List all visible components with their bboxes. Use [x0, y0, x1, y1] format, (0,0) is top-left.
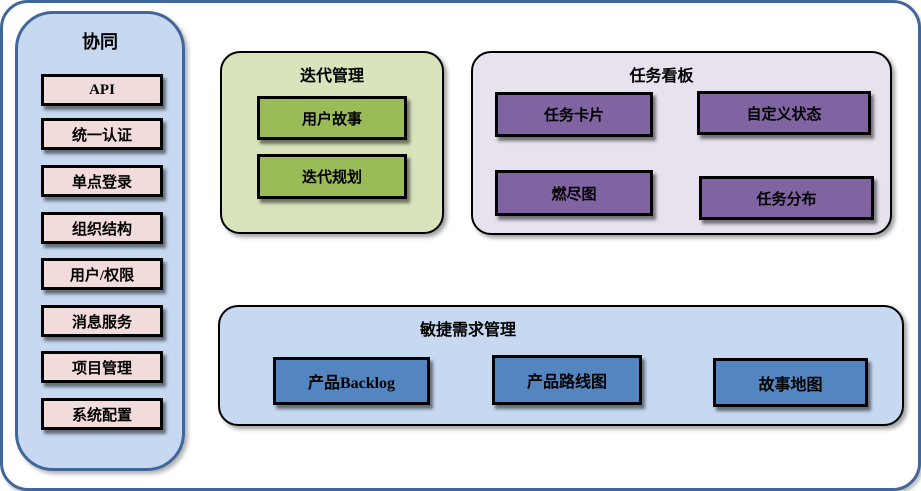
sidebar-item-unified-auth: 统一认证: [41, 118, 163, 150]
collaboration-panel: 协同 API 统一认证 单点登录 组织结构 用户/权限 消息服务 项目管理 系统…: [15, 11, 185, 471]
feature-box-user-stories: 用户故事: [257, 96, 407, 140]
task-board-title: 任务看板: [629, 68, 694, 85]
feature-box-product-roadmap: 产品路线图: [492, 355, 642, 405]
sidebar-item-message-service: 消息服务: [41, 305, 163, 337]
sidebar-item-project-mgmt: 项目管理: [41, 351, 163, 383]
agile-requirements-title: 敏捷需求管理: [419, 322, 516, 339]
feature-box-task-distribution: 任务分布: [699, 176, 874, 220]
feature-box-custom-status: 自定义状态: [697, 91, 871, 135]
feature-box-task-cards: 任务卡片: [495, 92, 653, 137]
task-board-panel: 任务看板 任务卡片 自定义状态 燃尽图 任务分布: [471, 51, 892, 235]
sidebar-item-users-perms: 用户/权限: [41, 258, 163, 290]
iteration-management-title: 迭代管理: [299, 68, 364, 85]
sidebar-item-sso: 单点登录: [41, 165, 163, 197]
collaboration-panel-title: 协同: [82, 32, 118, 52]
iteration-management-panel: 迭代管理 用户故事 迭代规划: [220, 51, 444, 234]
feature-box-burndown-chart: 燃尽图: [495, 170, 653, 216]
feature-box-story-map: 故事地图: [713, 358, 868, 407]
feature-box-iteration-planning: 迭代规划: [257, 154, 407, 199]
agile-requirements-panel: 敏捷需求管理 产品Backlog 产品路线图 故事地图: [218, 305, 904, 426]
feature-box-product-backlog: 产品Backlog: [273, 357, 430, 405]
sidebar-item-api: API: [41, 74, 163, 106]
sidebar-item-system-config: 系统配置: [41, 398, 163, 430]
sidebar-item-org-structure: 组织结构: [41, 212, 163, 244]
